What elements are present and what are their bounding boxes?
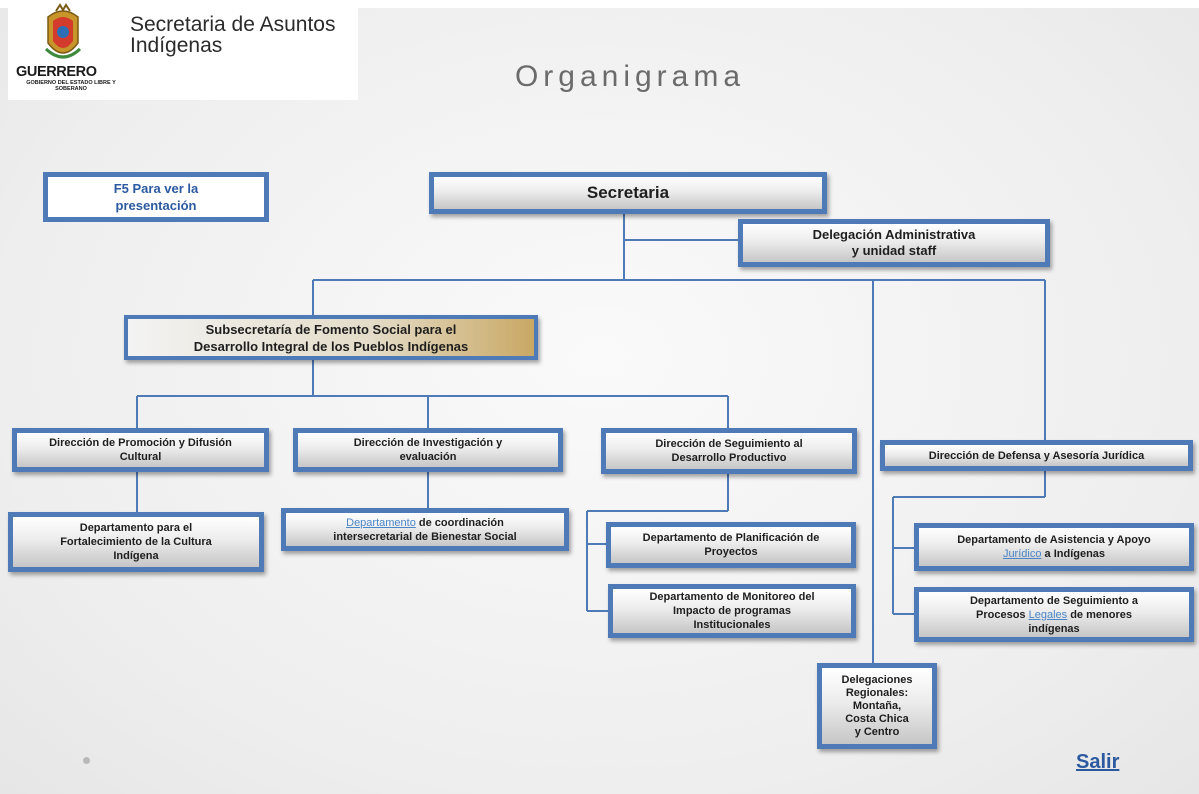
node-delegacion-administrativa: Delegación Administrativa y unidad staff: [738, 219, 1050, 267]
node-dep-monitoreo-line2: Impacto de programas: [673, 605, 791, 617]
node-dep-asistencia-line1: Departamento de Asistencia y Apoyo: [957, 534, 1151, 546]
departamento-link[interactable]: Departamento: [346, 516, 416, 529]
node-dep-procesos: Departamento de Seguimiento a Procesos L…: [914, 587, 1194, 642]
node-dep-cultura: Departamento para el Fortalecimiento de …: [8, 512, 264, 572]
node-dir-seguimiento: Dirección de Seguimiento al Desarrollo P…: [601, 428, 857, 474]
node-dir-defensa-label: Dirección de Defensa y Asesoría Jurídica: [928, 449, 1145, 462]
node-dep-monitoreo-line3: Institucionales: [693, 619, 771, 631]
node-dep-procesos-line2-rest: de menores: [1067, 608, 1132, 621]
node-dep-cultura-line3: Indígena: [113, 550, 159, 562]
node-dep-asistencia-line2-rest: a Indígenas: [1041, 548, 1106, 560]
node-dir-seguimiento-line2: Desarrollo Productivo: [671, 452, 787, 464]
node-delegaciones-line2: Regionales:: [845, 686, 909, 699]
node-delegaciones-line1: Delegaciones: [841, 673, 913, 686]
page-title: Organigrama: [514, 60, 746, 93]
node-dep-procesos-line2: Procesos Legales de menores: [976, 608, 1132, 622]
node-dep-coordinacion-line1: Departamento de coordinación: [346, 516, 504, 530]
f5-hint-line2: presentación: [115, 198, 197, 213]
node-dep-coordinacion-line2: intersecretarial de Bienestar Social: [333, 530, 517, 543]
legales-link[interactable]: Legales: [1028, 608, 1068, 621]
slide-indicator-dot: [83, 757, 90, 764]
node-dir-investigacion: Dirección de Investigación y evaluación: [293, 428, 563, 472]
node-dep-planificacion-line2: Proyectos: [704, 546, 758, 558]
node-dep-procesos-line3: indígenas: [1028, 622, 1080, 635]
node-subsecretaria: Subsecretaría de Fomento Social para el …: [124, 315, 538, 360]
f5-hint-box: F5 Para ver la presentación: [43, 172, 269, 222]
node-dep-coordinacion-line1-rest: de coordinación: [415, 516, 504, 529]
node-dep-asistencia: Departamento de Asistencia y Apoyo Juríd…: [914, 523, 1194, 571]
node-delegaciones-line3: Montaña,: [852, 699, 902, 712]
node-dir-investigacion-line1: Dirección de Investigación y: [353, 437, 503, 449]
node-dir-investigacion-line2: evaluación: [399, 451, 457, 463]
node-dir-defensa: Dirección de Defensa y Asesoría Jurídica: [880, 440, 1193, 471]
node-dep-procesos-line1: Departamento de Seguimiento a: [969, 594, 1139, 607]
agency-name-line1: Secretaria de Asuntos: [130, 13, 336, 36]
node-dep-asistencia-line2: Jurídico a Indígenas: [1003, 547, 1105, 561]
node-dir-promocion: Dirección de Promoción y Difusión Cultur…: [12, 428, 269, 472]
node-dep-coordinacion: Departamento de coordinación intersecret…: [281, 508, 569, 551]
state-name: GUERRERO: [16, 64, 97, 80]
f5-hint-line1: F5 Para ver la: [113, 181, 199, 196]
state-subtitle: GOBIERNO DEL ESTADO LIBRE Y SOBERANO: [26, 80, 116, 92]
node-delegaciones-line4: Costa Chica: [845, 712, 909, 725]
node-secretaria-label: Secretaria: [586, 183, 670, 202]
node-dep-procesos-line2-pre: Procesos: [976, 608, 1029, 621]
node-delegacion-line2: y unidad staff: [851, 243, 937, 258]
node-dep-cultura-line2: Fortalecimiento de la Cultura: [60, 536, 212, 548]
agency-name-line2: Indígenas: [130, 34, 223, 57]
node-subsecretaria-line2: Desarrollo Integral de los Pueblos Indíg…: [193, 338, 469, 354]
agency-name: Secretaria de Asuntos Indígenas: [130, 14, 370, 56]
node-delegacion-line1: Delegación Administrativa: [812, 227, 976, 242]
node-subsecretaria-line1: Subsecretaría de Fomento Social para el: [205, 321, 457, 337]
state-seal-icon: [44, 3, 82, 59]
juridico-link[interactable]: Jurídico: [1002, 548, 1042, 560]
node-dir-promocion-line1: Dirección de Promoción y Difusión: [49, 437, 232, 449]
node-dep-cultura-line1: Departamento para el: [79, 522, 193, 534]
node-dep-planificacion-line1: Departamento de Planificación de: [642, 532, 820, 544]
node-dep-monitoreo-line1: Departamento de Monitoreo del: [649, 591, 815, 603]
node-dep-monitoreo: Departamento de Monitoreo del Impacto de…: [608, 584, 856, 638]
header-logo-block: GUERRERO GOBIERNO DEL ESTADO LIBRE Y SOB…: [8, 0, 358, 100]
node-delegaciones-regionales: Delegaciones Regionales: Montaña, Costa …: [817, 663, 937, 749]
node-dep-planificacion: Departamento de Planificación de Proyect…: [606, 522, 856, 568]
node-dir-promocion-line2: Cultural: [119, 451, 162, 463]
exit-link[interactable]: Salir: [1076, 751, 1120, 773]
node-dir-seguimiento-line1: Dirección de Seguimiento al: [655, 438, 803, 450]
top-strip: [0, 0, 1199, 8]
node-secretaria: Secretaria: [429, 172, 827, 214]
node-delegaciones-line5: y Centro: [854, 725, 900, 738]
